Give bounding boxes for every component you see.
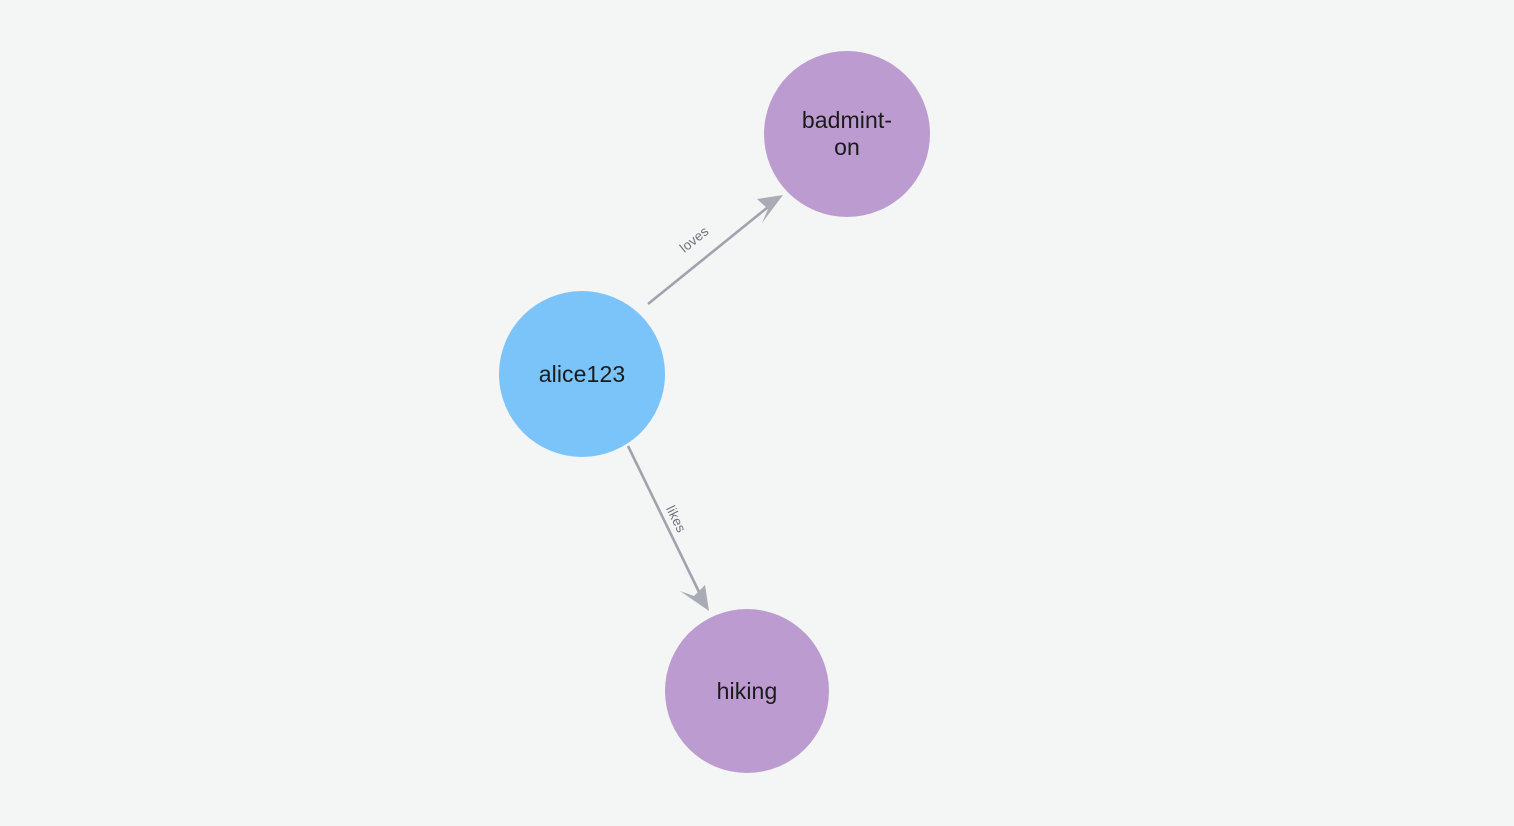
graph-node-badminton[interactable]: badmint- on bbox=[764, 51, 930, 217]
edge-label-loves: loves bbox=[677, 223, 712, 255]
edge-alice123-likes-hiking[interactable]: likes bbox=[626, 445, 709, 611]
graph-node-hiking[interactable]: hiking bbox=[665, 609, 829, 773]
edge-line-loves bbox=[647, 201, 774, 306]
graph-node-label-badminton: badmint- on bbox=[801, 107, 893, 160]
graph-node-label-hiking: hiking bbox=[716, 677, 778, 704]
edge-arrowhead-likes bbox=[680, 585, 709, 611]
edge-line-likes bbox=[626, 445, 702, 595]
graph-node-alice123[interactable]: alice123 bbox=[499, 291, 665, 457]
edge-label-likes: likes bbox=[663, 503, 689, 535]
edge-arrowhead-loves bbox=[757, 195, 783, 223]
graph-node-label-alice123: alice123 bbox=[538, 360, 626, 387]
edge-alice123-loves-badminton[interactable]: loves bbox=[647, 195, 783, 306]
